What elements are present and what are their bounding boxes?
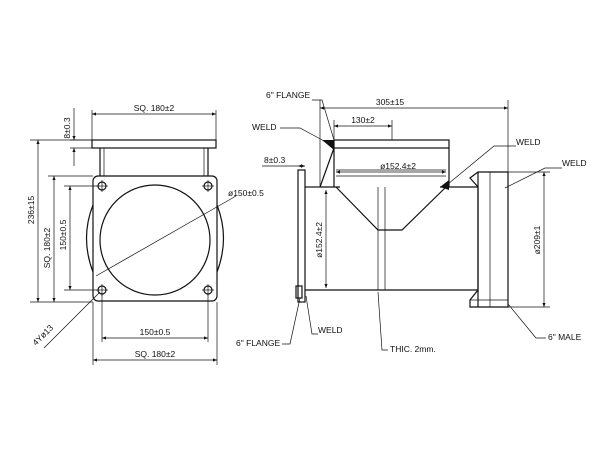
side-branch-flange <box>333 139 450 149</box>
front-pipe-left-edge <box>85 204 94 273</box>
label-weld-bottom: WELD <box>318 325 343 335</box>
holes-leader-line <box>43 291 101 349</box>
label-top-flange: 6" FLANGE <box>266 90 310 100</box>
side-left-flange <box>297 169 306 303</box>
label-male: 6" MALE <box>548 332 582 342</box>
dim-bore: ø150±0.5 <box>228 188 264 198</box>
dim-side-square: SQ. 180±2 <box>42 227 52 268</box>
label-weld-far-right: WELD <box>562 158 587 168</box>
front-view: SQ. 180±2 8±0.3 236±15 SQ. 180±2 150±0.5… <box>26 103 264 365</box>
dim-inner-bore: ø152.4±2 <box>380 161 416 171</box>
dim-overall-height: 236±15 <box>26 196 36 225</box>
label-thickness: THIC. 2mm. <box>390 344 436 354</box>
weld-top-left <box>322 140 334 150</box>
label-bottom-flange: 6" FLANGE <box>236 338 280 348</box>
dim-flange-width: 130±2 <box>351 115 375 125</box>
dim-main-bore: ø152.4±2 <box>314 222 324 258</box>
dim-holes: 4Yø13 <box>30 322 55 347</box>
dim-bolt-horizontal: 150±0.5 <box>140 327 171 337</box>
dim-bolt-vertical: 150±0.5 <box>58 219 68 250</box>
weld-top-right <box>440 180 449 190</box>
dim-overall-length: 305±15 <box>376 97 405 107</box>
side-male-end <box>469 171 509 308</box>
front-pipe-right-edge <box>216 204 225 273</box>
dim-male-diameter: ø209±1 <box>532 225 542 254</box>
label-weld-top-left: WELD <box>252 122 277 132</box>
front-bore-circle <box>99 184 211 296</box>
dim-top-width: SQ. 180±2 <box>134 103 175 113</box>
side-inner-taper <box>335 186 447 231</box>
dim-side-flange-thickness: 8±0.3 <box>264 155 285 165</box>
bore-leader-line <box>95 195 237 277</box>
front-square-plate <box>92 175 218 302</box>
dim-bottom-square: SQ. 180±2 <box>135 349 176 359</box>
dim-front-flange-thickness: 8±0.3 <box>62 117 72 138</box>
front-top-flange <box>91 139 217 149</box>
label-weld-right: WELD <box>516 137 541 147</box>
side-view: 6" FLANGE 305±15 WELD 130±2 WELD WELD 8±… <box>236 90 587 354</box>
